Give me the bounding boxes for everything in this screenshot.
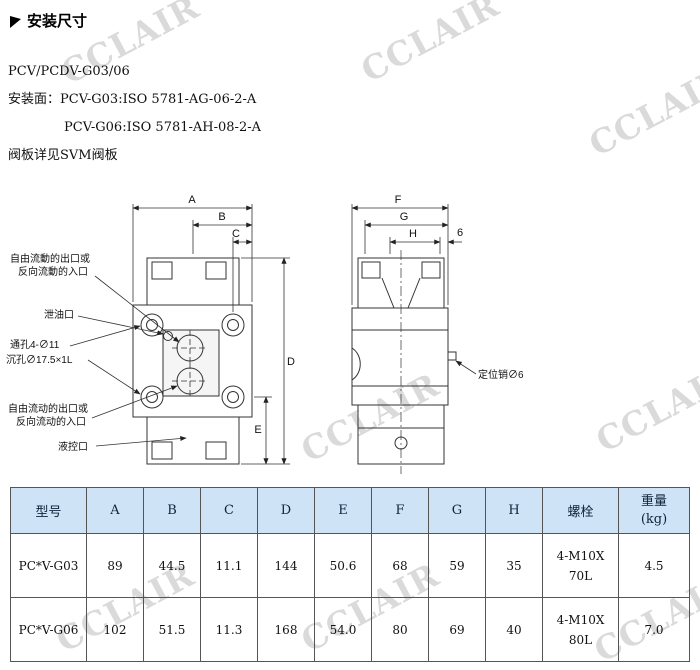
section-marker-icon bbox=[10, 13, 21, 28]
col-header-g: G bbox=[428, 487, 486, 534]
dim-label-f: F bbox=[395, 194, 402, 206]
col-header-d: D bbox=[257, 487, 315, 534]
cell-f: 80 bbox=[371, 597, 429, 662]
page-title: 安装尺寸 bbox=[27, 12, 88, 30]
technical-drawing: A B C D E F G H 6 自由流動的出口或 反向流動的入口 泄油口 通… bbox=[6, 194, 524, 474]
label-pilot-port: 液控口 bbox=[58, 440, 88, 453]
label-top-port-line1: 自由流動的出口或 bbox=[10, 252, 90, 265]
cell-f: 68 bbox=[371, 533, 429, 598]
col-header-e: E bbox=[314, 487, 372, 534]
locating-pin-shape bbox=[447, 351, 457, 361]
cell-h: 35 bbox=[485, 533, 543, 598]
dim-label-e: E bbox=[254, 424, 261, 436]
col-header-bolt: 螺栓 bbox=[542, 487, 619, 534]
dim-label-pin-offset: 6 bbox=[457, 227, 463, 239]
dim-label-d: D bbox=[287, 356, 295, 368]
col-header-a: A bbox=[86, 487, 144, 534]
dim-label-a: A bbox=[188, 194, 196, 206]
dim-label-h: H bbox=[409, 228, 417, 240]
watermark: CCLAIR bbox=[582, 59, 700, 164]
dim-label-g: G bbox=[400, 211, 409, 223]
cell-b: 44.5 bbox=[143, 533, 201, 598]
cell-weight: 4.5 bbox=[618, 533, 690, 598]
cell-model: PC*V-G06 bbox=[10, 597, 87, 662]
col-header-h: H bbox=[485, 487, 543, 534]
col-header-f: F bbox=[371, 487, 429, 534]
cell-bolt: 4-M10X 80L bbox=[542, 597, 619, 662]
section-header: 安装尺寸 bbox=[10, 10, 87, 31]
dimension-lines bbox=[132, 204, 462, 465]
cell-c: 11.1 bbox=[200, 533, 258, 598]
cell-d: 168 bbox=[257, 597, 315, 662]
col-header-c: C bbox=[200, 487, 258, 534]
weight-unit: (kg) bbox=[640, 511, 668, 527]
cell-a: 102 bbox=[86, 597, 144, 662]
model-line: PCV/PCDV-G03/06 bbox=[8, 64, 130, 79]
dim-label-c: C bbox=[232, 228, 240, 240]
label-bottom-port-line1: 自由流动的出口或 bbox=[8, 402, 88, 415]
cell-bolt: 4-M10X 70L bbox=[542, 533, 619, 598]
table-header-row: 型号 A B C D E F G H 螺栓 重量 (kg) bbox=[10, 487, 690, 534]
dim-label-b: B bbox=[218, 211, 225, 223]
front-view bbox=[132, 257, 253, 465]
valve-plate-note: 阀板详见SVM阀板 bbox=[8, 148, 118, 163]
label-counterbore: 沉孔∅17.5×1L bbox=[6, 353, 73, 366]
label-top-port-line2: 反向流動的入口 bbox=[18, 265, 88, 278]
cell-g: 69 bbox=[428, 597, 486, 662]
leader-lines bbox=[69, 275, 477, 447]
side-view bbox=[351, 250, 457, 474]
col-header-model: 型号 bbox=[10, 487, 87, 534]
cell-b: 51.5 bbox=[143, 597, 201, 662]
cell-h: 40 bbox=[485, 597, 543, 662]
col-header-weight: 重量 (kg) bbox=[618, 487, 690, 534]
weight-label: 重量 bbox=[640, 493, 667, 509]
table-row: PC*V-G03 89 44.5 11.1 144 50.6 68 59 35 … bbox=[10, 533, 690, 598]
cell-e: 50.6 bbox=[314, 533, 372, 598]
mounting-surface-line1: 安装面：PCV-G03:ISO 5781-AG-06-2-A bbox=[8, 92, 257, 107]
watermark: CCLAIR bbox=[354, 0, 506, 90]
cell-d: 144 bbox=[257, 533, 315, 598]
cell-a: 89 bbox=[86, 533, 144, 598]
cell-model: PC*V-G03 bbox=[10, 533, 87, 598]
label-bottom-port-line2: 反向流动的入口 bbox=[16, 415, 86, 428]
col-header-b: B bbox=[143, 487, 201, 534]
cell-e: 54.0 bbox=[314, 597, 372, 662]
table-row: PC*V-G06 102 51.5 11.3 168 54.0 80 69 40… bbox=[10, 597, 690, 662]
label-locating-pin: 定位销∅6 bbox=[478, 368, 524, 381]
label-through-hole: 通孔4-∅11 bbox=[10, 339, 60, 351]
cell-g: 59 bbox=[428, 533, 486, 598]
intro-text: PCV/PCDV-G03/06 安装面：PCV-G03:ISO 5781-AG-… bbox=[8, 58, 261, 170]
label-drain-port: 泄油口 bbox=[44, 308, 74, 321]
cell-c: 11.3 bbox=[200, 597, 258, 662]
drain-hole-circle bbox=[163, 331, 173, 341]
cell-weight: 7.0 bbox=[618, 597, 690, 662]
dimension-table: 型号 A B C D E F G H 螺栓 重量 (kg) PC*V-G03 8… bbox=[10, 487, 690, 662]
mounting-surface-line2: PCV-G06:ISO 5781-AH-08-2-A bbox=[64, 120, 261, 135]
